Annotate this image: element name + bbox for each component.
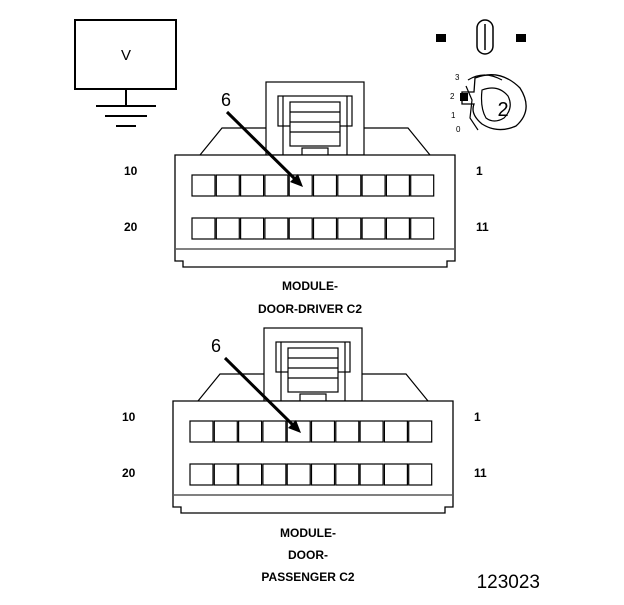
voltmeter-symbol: V [74,19,177,127]
connector-title-line: DOOR- [288,548,328,562]
pin-label-top-left: 10 [122,410,136,424]
figure-number: 123023 [477,572,540,593]
connector-cavity [337,217,362,240]
connector-cavity [213,420,238,443]
connector-cavity [264,174,289,197]
connector-cavity [361,174,386,197]
connector-cavity [288,217,313,240]
connector-cavity [361,217,386,240]
selector-position: 1 [451,111,456,120]
connector-cavity [410,174,435,197]
connector-cavity [359,420,384,443]
selector-position: 2 [450,92,455,101]
connector-cavity [383,463,408,486]
selector-position: 3 [455,73,460,82]
connector-cavity [240,217,265,240]
pin-label-bottom-left: 20 [124,220,138,234]
connector-cavity [189,463,214,486]
pin-label-top-right: 1 [474,410,481,424]
connector-cavity [408,420,433,443]
meter-probes [436,19,526,55]
connector-cavity [310,420,336,443]
connector-cavity [385,217,410,240]
connector-cavity [410,217,435,240]
voltmeter-label: V [121,47,131,64]
range-selector-knob-icon: 3 2 1 0 2 [450,73,527,134]
callout-number: 6 [221,90,231,110]
pin-label-top-right: 1 [476,164,483,178]
selector-current-value: 2 [497,99,508,121]
connector-cavity [312,174,338,197]
connector-cavity [215,217,240,240]
connector-cavity [238,463,263,486]
connector-cavity [213,463,238,486]
connector-title-line: DOOR-DRIVER C2 [258,302,362,316]
connector-cavity [337,174,362,197]
connector-cavity [385,174,410,197]
connector-cavity [264,217,289,240]
connector-cavity [262,463,287,486]
connector-cavity [383,420,408,443]
connector-cavity [191,217,216,240]
pin-label-bottom-right: 11 [476,220,489,234]
callout-arrowhead-icon [290,174,303,187]
connector-cavity [312,217,338,240]
probe-right-icon [516,34,526,42]
connector-cavity [408,463,433,486]
pin-label-bottom-right: 11 [474,466,487,480]
connector-driver-c2: 6 10 1 20 11 MODULE- DOOR-DRIVER C2 [124,81,489,316]
callout-arrow [223,356,299,431]
connector-housing [174,154,456,268]
connector-cavity [240,174,265,197]
connector-cavity [215,174,240,197]
callout-arrowhead-icon [288,420,301,433]
connector-title-line: PASSENGER C2 [261,570,354,584]
connector-latch [199,81,431,156]
ground-icon [96,89,156,127]
probe-left-icon [436,34,446,42]
selector-indicator-icon [460,93,468,101]
connector-cavity [189,420,214,443]
connector-passenger-c2: 6 10 1 20 11 MODULE- DOOR- PASSENGER C2 [122,327,487,584]
connector-cavity [286,463,311,486]
connector-title-line: MODULE- [282,279,338,293]
pin-label-bottom-left: 20 [122,466,136,480]
connector-title-line: MODULE- [280,526,336,540]
connector-housing [172,400,454,514]
connector-cavity [310,463,336,486]
connector-cavity [335,420,360,443]
connector-cavity [262,420,287,443]
callout-arrow [225,110,301,185]
connector-cavity [191,174,216,197]
pin-label-top-left: 10 [124,164,138,178]
selector-position: 0 [456,125,461,134]
connector-cavity [238,420,263,443]
connector-cavity [359,463,384,486]
connector-latch [197,327,429,402]
connector-cavity [335,463,360,486]
callout-number: 6 [211,336,221,356]
